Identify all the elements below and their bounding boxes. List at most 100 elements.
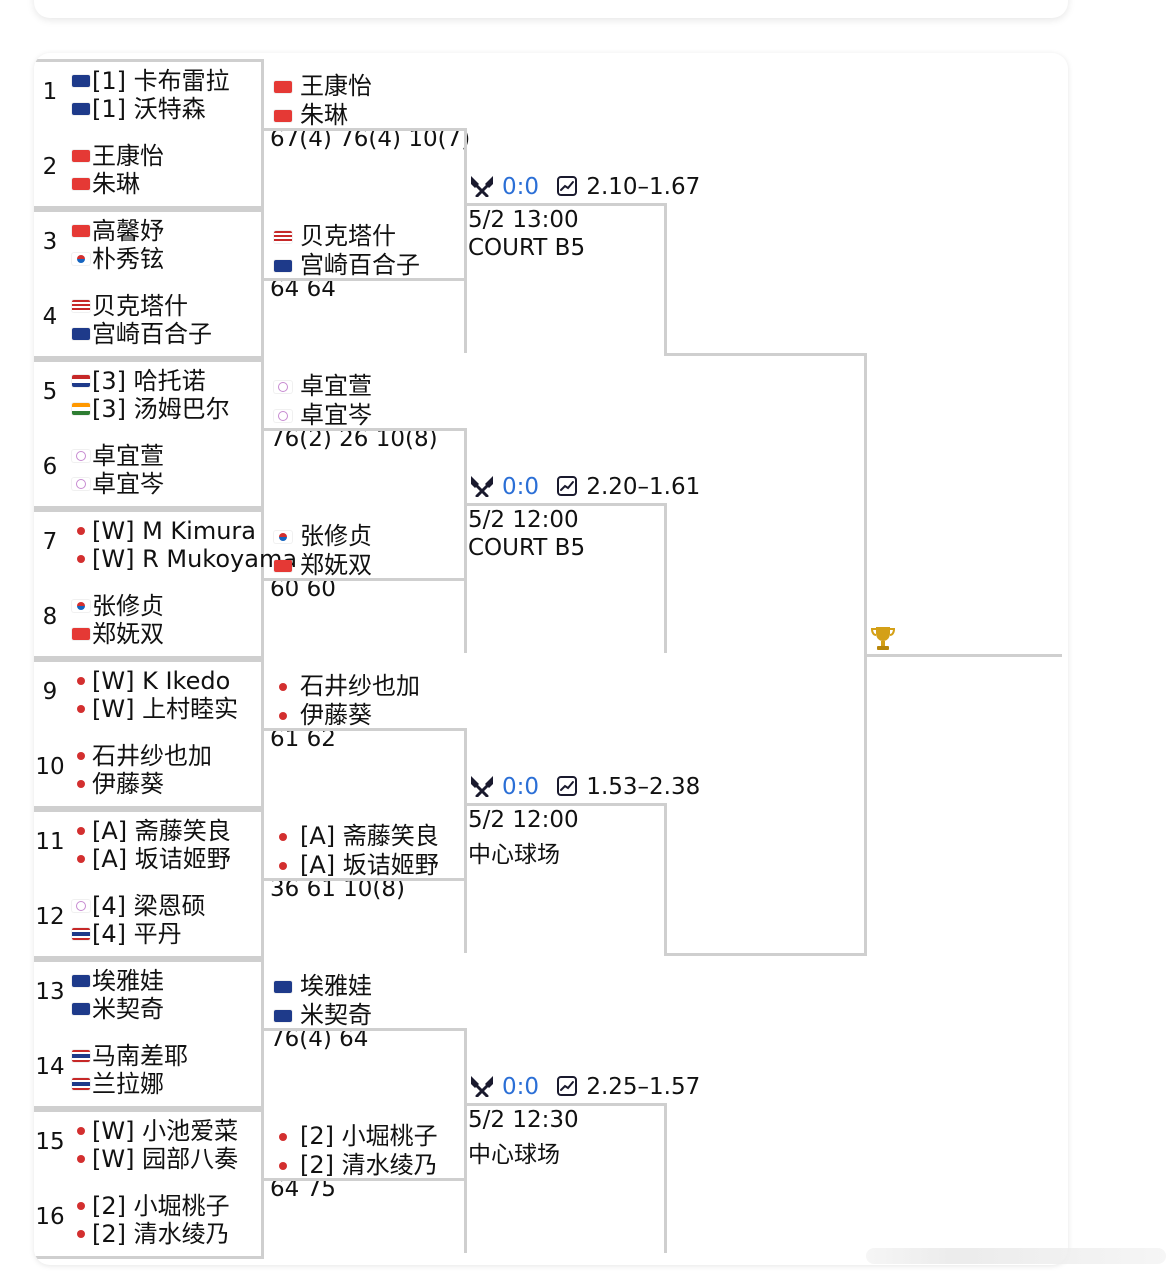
draw-number: 2 (42, 154, 58, 180)
live-score[interactable]: 0:0 (502, 1074, 540, 1100)
crossed-rackets-icon[interactable] (468, 773, 496, 803)
player-name[interactable]: [W] K Ikedo (92, 667, 231, 695)
r2-team-name[interactable]: 米契奇 (300, 1001, 372, 1029)
chart-icon[interactable] (556, 475, 578, 503)
player-name[interactable]: 埃雅娃 (92, 967, 164, 995)
player-name[interactable]: [4] 梁恩硕 (92, 892, 206, 920)
gb-flag-icon (72, 328, 90, 340)
au-flag-icon (72, 975, 90, 987)
odds: 2.25–1.57 (586, 1074, 701, 1100)
r2-team-name[interactable]: [A] 坂诘姬野 (300, 851, 439, 879)
bracket-line (264, 278, 464, 281)
player-name[interactable]: 朱琳 (92, 170, 140, 198)
r2-team-name[interactable]: [2] 小堀桃子 (300, 1122, 438, 1150)
crossed-rackets-icon[interactable] (468, 1073, 496, 1103)
kr-flag-icon (274, 531, 292, 543)
r2-team-name[interactable]: 埃雅娃 (300, 972, 372, 1000)
tpe-flag-icon (274, 381, 292, 393)
r2-team-name[interactable]: 伊藤葵 (300, 701, 372, 729)
jp-flag-icon (274, 1160, 292, 1172)
cn-flag-icon (274, 560, 292, 572)
au-flag-icon (72, 75, 90, 87)
bracket-line (464, 503, 664, 506)
player-name[interactable]: [W] 上村睦实 (92, 695, 239, 723)
bracket-line (664, 203, 667, 353)
player-name[interactable]: [A] 斋藤笑良 (92, 817, 231, 845)
chart-icon[interactable] (556, 175, 578, 203)
jp-flag-icon (72, 525, 90, 537)
live-score[interactable]: 0:0 (502, 474, 540, 500)
player-name[interactable]: [3] 哈托诺 (92, 367, 206, 395)
r2-team-name[interactable]: 石井纱也加 (300, 672, 420, 700)
player-name[interactable]: [4] 平丹 (92, 920, 182, 948)
live-score[interactable]: 0:0 (502, 774, 540, 800)
player-name[interactable]: 卓宜岑 (92, 470, 164, 498)
match-datetime: 5/2 12:00 (468, 807, 579, 833)
player-name[interactable]: [W] R Mukoyama (92, 545, 298, 573)
player-name[interactable]: [W] 小池爱菜 (92, 1117, 239, 1145)
player-name[interactable]: [1] 卡布雷拉 (92, 67, 230, 95)
player-name[interactable]: 伊藤葵 (92, 770, 164, 798)
jp-flag-icon (72, 703, 90, 715)
th-flag-icon (72, 1078, 90, 1090)
player-name[interactable]: [2] 清水绫乃 (92, 1220, 230, 1248)
jp-flag-icon (72, 1153, 90, 1165)
player-name[interactable]: [W] M Kimura (92, 517, 256, 545)
player-name[interactable]: 宫崎百合子 (92, 320, 212, 348)
bracket-line (664, 953, 864, 956)
au-flag-icon (274, 1010, 292, 1022)
cn-flag-icon (72, 628, 90, 640)
player-name[interactable]: 高馨妤 (92, 217, 164, 245)
crossed-rackets-icon[interactable] (468, 473, 496, 503)
player-name[interactable]: [A] 坂诘姬野 (92, 845, 231, 873)
chart-icon[interactable] (556, 1075, 578, 1103)
r2-team-name[interactable]: [A] 斋藤笑良 (300, 822, 439, 850)
gb-flag-icon (72, 103, 90, 115)
court-name: COURT B5 (468, 535, 586, 561)
r2-team-name[interactable]: [2] 清水绫乃 (300, 1151, 438, 1179)
tpe-flag-icon (72, 450, 90, 462)
player-name[interactable]: 张修贞 (92, 592, 164, 620)
player-name[interactable]: [2] 小堀桃子 (92, 1192, 230, 1220)
odds: 2.20–1.61 (586, 474, 701, 500)
player-name[interactable]: 米契奇 (92, 995, 164, 1023)
r2-team-name[interactable]: 卓宜萱 (300, 372, 372, 400)
chart-icon[interactable] (556, 775, 578, 803)
r2-team-name[interactable]: 郑妩双 (300, 551, 372, 579)
jp-flag-icon (72, 750, 90, 762)
live-score[interactable]: 0:0 (502, 174, 540, 200)
kr-flag-icon (72, 253, 90, 265)
r2-team-name[interactable]: 王康怡 (300, 72, 372, 100)
player-name[interactable]: 郑妩双 (92, 620, 164, 648)
cn-flag-icon (72, 178, 90, 190)
jp-flag-icon (72, 1228, 90, 1240)
bracket-line (864, 654, 1062, 657)
jp-flag-icon (72, 778, 90, 790)
match-info: 0:0 2.25–1.57 (468, 1073, 700, 1103)
jp-flag-icon (72, 853, 90, 865)
player-name[interactable]: 王康怡 (92, 142, 164, 170)
player-name[interactable]: 马南差耶 (92, 1042, 188, 1070)
player-name[interactable]: [W] 园部八奏 (92, 1145, 239, 1173)
jp-flag-icon (72, 675, 90, 687)
tpe-flag-icon (274, 410, 292, 422)
bracket-line (464, 203, 664, 206)
r2-team-name[interactable]: 张修贞 (300, 522, 372, 550)
player-name[interactable]: [3] 汤姆巴尔 (92, 395, 230, 423)
r2-team-name[interactable]: 宫崎百合子 (300, 251, 420, 279)
player-name[interactable]: 兰拉娜 (92, 1070, 164, 1098)
r2-team-name[interactable]: 朱琳 (300, 101, 348, 129)
r2-team-name[interactable]: 贝克塔什 (300, 222, 396, 250)
hk-flag-icon (274, 81, 292, 93)
player-name[interactable]: 卓宜萱 (92, 442, 164, 470)
horizontal-scrollbar[interactable] (866, 1248, 1166, 1264)
crossed-rackets-icon[interactable] (468, 173, 496, 203)
player-name[interactable]: 贝克塔什 (92, 292, 188, 320)
player-name[interactable]: [1] 沃特森 (92, 95, 206, 123)
r2-team-name[interactable]: 卓宜岑 (300, 401, 372, 429)
match-datetime: 5/2 12:00 (468, 507, 579, 533)
player-name[interactable]: 石井纱也加 (92, 742, 212, 770)
bracket-line (464, 1103, 467, 1253)
player-name[interactable]: 朴秀铉 (92, 245, 164, 273)
